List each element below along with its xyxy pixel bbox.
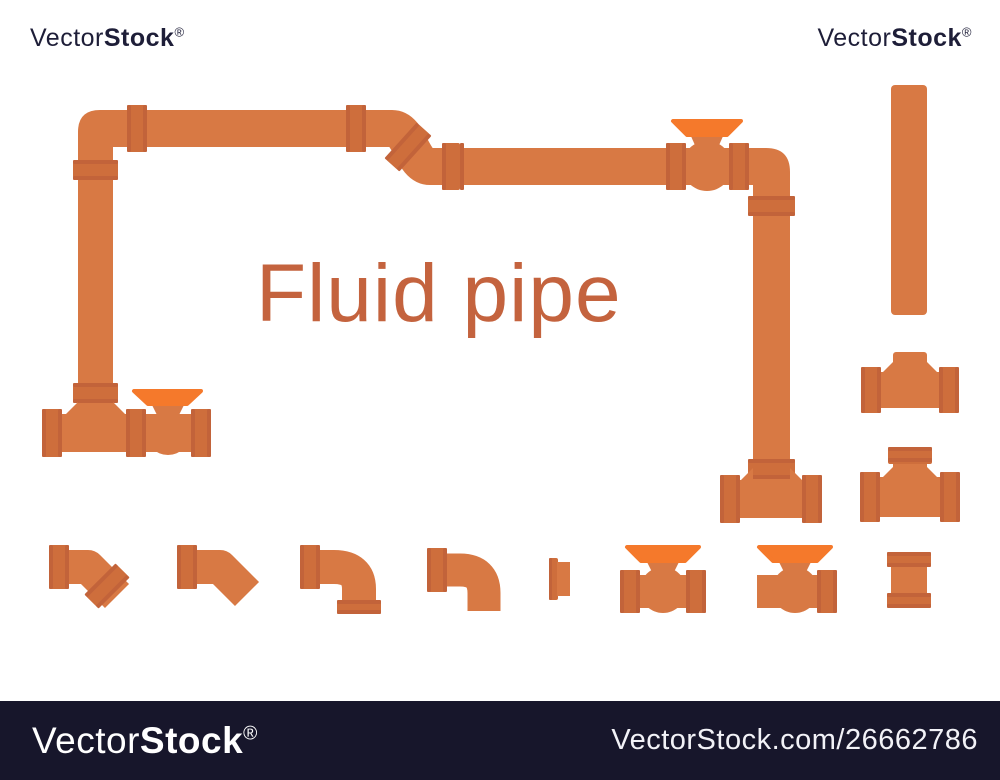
valve-body	[146, 411, 190, 455]
ball-valve-with-one-coupling	[757, 545, 837, 613]
valve-handle	[625, 545, 701, 563]
pipe-coupling	[748, 196, 795, 216]
pipe-run-right	[740, 148, 790, 482]
valve-handle	[671, 119, 743, 137]
pipe-coupling	[686, 570, 706, 613]
elbow-90	[427, 548, 501, 611]
pipe-coupling	[887, 552, 931, 567]
registered-mark: ®	[174, 24, 185, 40]
brand-name-light: Vector	[817, 24, 892, 52]
pipe-end-cap	[549, 558, 570, 600]
pipe-coupling	[888, 447, 932, 464]
pipe-coupling	[817, 570, 837, 613]
pipe-coupling	[442, 143, 464, 190]
pipe-coupling	[427, 548, 447, 592]
pipe-coupling	[300, 545, 320, 589]
pipe-coupling	[346, 105, 366, 152]
brand-name-light: Vector	[32, 719, 140, 761]
pipe-coupling	[802, 475, 822, 523]
brand-name-light: Vector	[30, 24, 104, 52]
main-pipeline-assembly	[42, 105, 822, 523]
registered-mark: ®	[961, 24, 972, 40]
watermark-logo-top-left: VectorStock®	[30, 24, 185, 53]
ball-valve-with-two-couplings	[620, 545, 706, 613]
tee-fitting-with-valve	[42, 389, 211, 457]
elbow-90-with-coupling	[300, 545, 381, 614]
pipe-coupling	[126, 409, 146, 457]
valve-stem	[778, 560, 812, 576]
pipe-coupling	[666, 143, 686, 190]
ball-valve	[666, 119, 749, 191]
valve-body	[640, 567, 686, 613]
registered-mark: ®	[243, 723, 258, 745]
pipe-coupling	[720, 475, 740, 523]
valve-handle	[132, 389, 203, 406]
pipe-coupling-piece	[887, 552, 931, 608]
brand-name-bold: Stock	[103, 24, 175, 52]
pipe-coupling	[42, 409, 62, 457]
pipe-coupling	[73, 160, 118, 180]
pipe-coupling-diagonal	[84, 563, 130, 609]
elbow-45-with-coupling	[49, 545, 130, 609]
straight-pipe	[891, 85, 927, 315]
pipe-coupling	[729, 143, 749, 190]
valve-handle	[757, 545, 833, 563]
image-credit-url: VectorStock.com/26662786	[611, 724, 978, 756]
pipe-coupling	[939, 367, 959, 413]
valve-stem	[151, 403, 185, 419]
watermark-logo-footer: VectorStock®	[32, 720, 258, 762]
pipe-coupling	[887, 593, 931, 608]
pipe-coupling	[49, 545, 69, 589]
pipe-coupling	[861, 367, 881, 413]
valve-stem	[690, 134, 724, 152]
pipe-coupling	[940, 472, 960, 522]
brand-name-bold: Stock	[139, 719, 244, 761]
tee-fitting-with-coupling	[860, 447, 960, 522]
pipe-coupling	[177, 545, 197, 589]
watermark-footer-bar: VectorStock® VectorStock.com/26662786	[0, 701, 1000, 780]
pipe-coupling	[748, 459, 795, 479]
tee-fitting	[861, 352, 959, 413]
valve-body	[772, 567, 818, 613]
watermark-logo-top-right: VectorStock®	[817, 24, 972, 53]
elbow-45	[177, 545, 260, 607]
pipe-coupling	[127, 105, 147, 152]
illustration-title: Fluid pipe	[256, 248, 622, 339]
pipe-coupling	[337, 600, 381, 614]
pipe-coupling	[620, 570, 640, 613]
pipe-coupling-diagonal	[384, 122, 432, 172]
pipe-coupling	[191, 409, 211, 457]
valve-body	[682, 141, 732, 191]
brand-name-bold: Stock	[891, 24, 962, 52]
tee-fitting	[720, 468, 822, 523]
pipe-coupling	[860, 472, 880, 522]
valve-stem	[646, 560, 680, 576]
pipe-coupling	[73, 383, 118, 403]
